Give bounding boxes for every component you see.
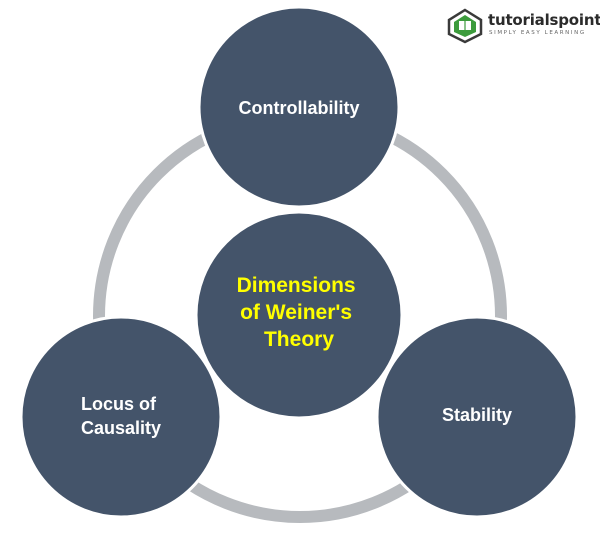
logo-emblem-icon	[447, 8, 483, 44]
node-stability-label: Stability	[442, 405, 512, 425]
node-controllability-label: Controllability	[239, 98, 360, 118]
center-node: Dimensions of Weiner's Theory	[194, 210, 404, 420]
logo-wordmark: tutorialspoint	[488, 11, 600, 29]
tutorialspoint-logo: tutorialspoint SIMPLY EASY LEARNING	[445, 8, 600, 44]
node-controllability: Controllability	[197, 5, 401, 209]
center-node-label: Dimensions of Weiner's Theory	[237, 274, 362, 351]
node-locus-of-causality: Locus of Causality	[19, 315, 223, 519]
node-locus-of-causality-label: Locus of Causality	[81, 394, 161, 438]
node-stability: Stability	[375, 315, 579, 519]
logo-tagline: SIMPLY EASY LEARNING	[489, 30, 586, 36]
